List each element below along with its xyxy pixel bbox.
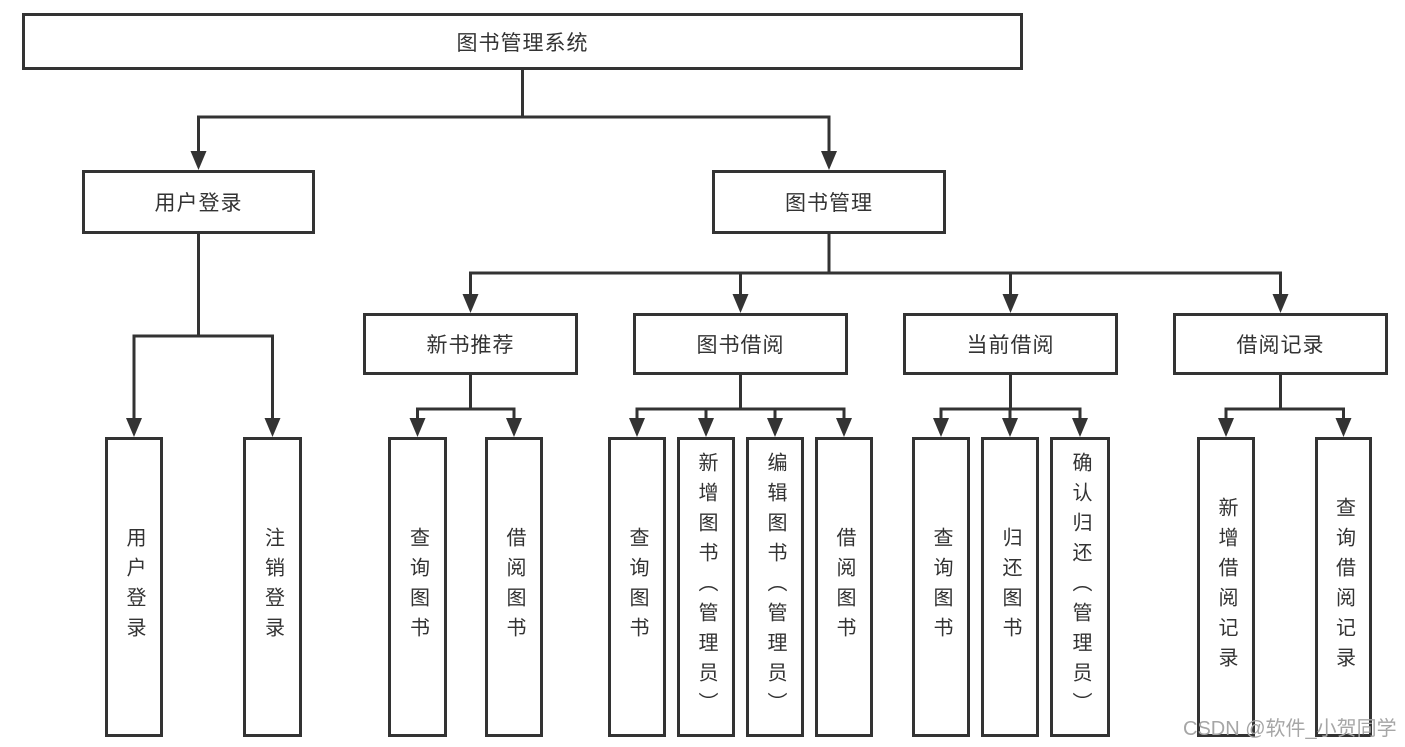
node-label: 查询图书 xyxy=(930,527,952,647)
node-label: 新增借阅记录 xyxy=(1215,497,1237,677)
leaf-query-book-current: 查询图书 xyxy=(912,437,970,737)
leaf-logout: 注销登录 xyxy=(243,437,302,737)
node-label: 编辑图书（管理员） xyxy=(764,452,786,722)
node-label: 查询图书 xyxy=(406,527,429,647)
node-user-login-group: 用户登录 xyxy=(82,170,315,234)
node-book-borrow: 图书借阅 xyxy=(633,313,848,375)
node-label: 新增图书（管理员） xyxy=(695,452,717,722)
leaf-query-borrow-record: 查询借阅记录 xyxy=(1315,437,1372,737)
node-book-management: 图书管理 xyxy=(712,170,946,234)
leaf-user-login: 用户登录 xyxy=(105,437,163,737)
leaf-edit-book-admin: 编辑图书（管理员） xyxy=(746,437,804,737)
node-label: 借阅图书 xyxy=(503,527,525,647)
node-label: 新书推荐 xyxy=(426,334,515,357)
node-new-book-recommend: 新书推荐 xyxy=(363,313,578,375)
node-label: 借阅图书 xyxy=(833,527,855,647)
leaf-add-book-admin: 新增图书（管理员） xyxy=(677,437,735,737)
leaf-borrow-book: 借阅图书 xyxy=(815,437,873,737)
node-label: 图书管理 xyxy=(785,192,873,215)
node-label: 归还图书 xyxy=(999,527,1021,647)
node-label: 确认归还（管理员） xyxy=(1069,452,1091,722)
leaf-return-book: 归还图书 xyxy=(981,437,1039,737)
leaf-borrow-book-recommend: 借阅图书 xyxy=(485,437,543,737)
node-current-borrow: 当前借阅 xyxy=(903,313,1118,375)
node-label: 图书管理系统 xyxy=(456,31,589,55)
node-label: 用户登录 xyxy=(123,527,145,647)
leaf-add-borrow-record: 新增借阅记录 xyxy=(1197,437,1255,737)
arrowheads xyxy=(126,151,1352,437)
node-label: 当前借阅 xyxy=(966,334,1055,357)
node-label: 查询借阅记录 xyxy=(1332,497,1355,677)
leaf-query-book-borrow: 查询图书 xyxy=(608,437,666,737)
leaf-query-book-recommend: 查询图书 xyxy=(388,437,447,737)
node-label: 借阅记录 xyxy=(1236,334,1325,357)
watermark: CSDN @软件_小贺同学 xyxy=(1183,718,1397,740)
node-label: 注销登录 xyxy=(261,527,284,647)
node-label: 用户登录 xyxy=(154,192,243,215)
node-library-system: 图书管理系统 xyxy=(22,13,1023,70)
node-label: 图书借阅 xyxy=(696,334,785,357)
node-label: 查询图书 xyxy=(626,527,648,647)
node-borrow-records: 借阅记录 xyxy=(1173,313,1388,375)
leaf-confirm-return-admin: 确认归还（管理员） xyxy=(1050,437,1110,737)
